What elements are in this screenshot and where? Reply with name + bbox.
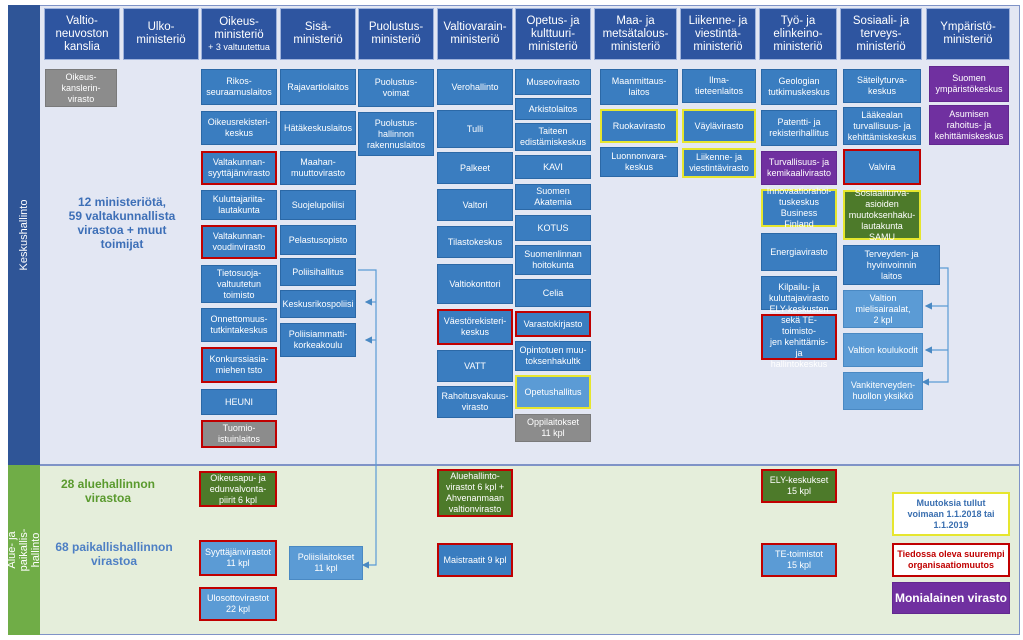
agency-box[interactable]: Kilpailu- ja kuluttajavirasto (761, 276, 837, 310)
agency-box[interactable]: Tuomio- istuinlaitos (201, 420, 277, 448)
ministry-header[interactable]: Liikenne- ja viestintä- ministeriö (680, 8, 756, 60)
ministry-header[interactable]: Työ- ja elinkeino- ministeriö (759, 8, 837, 60)
agency-box[interactable]: Valtori (437, 189, 513, 221)
agency-box[interactable]: Kuluttajariita- lautakunta (201, 190, 277, 220)
agency-box[interactable]: Rikos- seuraamuslaitos (201, 69, 277, 105)
agency-box[interactable]: Oppilaitokset 11 kpl (515, 414, 591, 442)
agency-box[interactable]: Terveyden- ja hyvinvoinnin laitos (843, 245, 940, 285)
local-count-note: 68 paikallishallinnon virastoa (55, 540, 173, 568)
agency-box[interactable]: Rahoitusvakuus- virasto (437, 386, 513, 418)
agency-box[interactable]: Patentti- ja rekisterihallitus (761, 110, 837, 146)
ministry-header[interactable]: Ulko- ministeriö (123, 8, 199, 60)
agency-box[interactable]: Hätäkeskuslaitos (280, 111, 356, 145)
agency-box[interactable]: Tietosuoja- valtuutetun toimisto (201, 265, 277, 303)
agency-box[interactable]: Onnettomuus- tutkintakeskus (201, 308, 277, 342)
agency-box[interactable]: Tilastokeskus (437, 226, 513, 258)
agency-box[interactable]: Opintotuen muu- toksenhakultk (515, 341, 591, 371)
agency-box[interactable]: Geologian tutkimuskeskus (761, 69, 837, 105)
agency-box[interactable]: Puolustus- hallinnon rakennuslaitos (358, 112, 434, 156)
agency-box[interactable]: Tulli (437, 110, 513, 148)
agency-box[interactable]: Celia (515, 279, 591, 307)
agency-box[interactable]: Arkistolaitos (515, 98, 591, 120)
regional-level-label: Alue- ja paikallis- hallinto (6, 465, 42, 635)
legend-multi-sector: Monialainen virasto (892, 582, 1010, 614)
agency-box[interactable]: Puolustus- voimat (358, 69, 434, 107)
agency-box[interactable]: Valtion mielisairaalat, 2 kpl (843, 290, 923, 328)
ministry-header[interactable]: Ympäristö- ministeriö (926, 8, 1010, 60)
agency-box[interactable]: Väestörekisteri- keskus (437, 309, 513, 345)
agency-box[interactable]: KOTUS (515, 215, 591, 241)
agency-box[interactable]: Museovirasto (515, 69, 591, 95)
ministry-header[interactable]: Sisä- ministeriö (280, 8, 356, 60)
agency-box[interactable]: Turvallisuus- ja kemikaalivirasto (761, 151, 837, 185)
legend-upcoming: Tiedossa oleva suurempi organisaatiomuut… (892, 543, 1010, 577)
agency-box[interactable]: Säteilyturva- keskus (843, 69, 921, 103)
agency-box[interactable]: Konkurssiasia- miehen tsto (201, 347, 277, 383)
agency-box[interactable]: Lääkealan turvallisuus- ja kehittämiskes… (843, 107, 921, 145)
agency-box[interactable]: ELY-keskusten sekä TE-toimisto- jen kehi… (761, 304, 837, 369)
agency-box[interactable]: VATT (437, 350, 513, 382)
agency-box[interactable]: Innovaatiorahoi- tuskeskus Business Finl… (761, 186, 837, 229)
local-agency-box[interactable]: Poliisilaitokset 11 kpl (289, 546, 363, 580)
agency-box[interactable]: Suomen Akatemia (515, 184, 591, 210)
ministry-header-note: + 3 valtuutettua (208, 41, 270, 52)
agency-box[interactable]: Ilma- tieteenlaitos (682, 69, 756, 103)
local-agency-box[interactable]: TE-toimistot 15 kpl (761, 543, 837, 577)
regional-agency-box[interactable]: Aluehallinto- virastot 6 kpl + Ahvenanma… (437, 469, 513, 517)
agency-box[interactable]: Poliisihallitus (280, 258, 356, 286)
agency-box[interactable]: Maahan- muuttovirasto (280, 151, 356, 185)
agency-box[interactable]: Valtiokonttori (437, 264, 513, 304)
agency-box[interactable]: Palkeet (437, 152, 513, 184)
agency-box[interactable]: Valtakunnan- syyttäjänvirasto (201, 151, 277, 185)
agency-box[interactable]: Oikeus- kanslerin- virasto (45, 69, 117, 107)
agency-box[interactable]: Sosiaaliturva- asioiden muutoksenhaku- l… (843, 188, 921, 242)
central-level-label: Keskushallinto (8, 5, 40, 465)
agency-box[interactable]: Suomenlinnan hoitokunta (515, 245, 591, 275)
central-count-note: 12 ministeriötä, 59 valtakunnallista vir… (68, 195, 176, 251)
ministry-header[interactable]: Opetus- ja kulttuuri- ministeriö (515, 8, 591, 60)
agency-box[interactable]: Oikeusrekisteri- keskus (201, 111, 277, 145)
agency-box[interactable]: Väylävirasto (682, 109, 756, 143)
agency-box[interactable]: HEUNI (201, 389, 277, 415)
agency-box[interactable]: Vankiterveyden- huollon yksikkö (843, 372, 923, 410)
agency-box[interactable]: Valtakunnan- voudinvirasto (201, 225, 277, 259)
ministry-header[interactable]: Sosiaali- ja terveys- ministeriö (840, 8, 922, 60)
agency-box[interactable]: Rajavartiolaitos (280, 69, 356, 105)
agency-box[interactable]: Opetushallitus (515, 375, 591, 409)
agency-box[interactable]: Maanmittaus- laitos (600, 69, 678, 105)
ministry-header[interactable]: Maa- ja metsätalous- ministeriö (594, 8, 677, 60)
agency-box[interactable]: Asumisen rahoitus- ja kehittämiskeskus (929, 105, 1009, 145)
local-agency-box[interactable]: Ulosottovirastot 22 kpl (199, 587, 277, 621)
agency-box[interactable]: Suomen ympäristökeskus (929, 66, 1009, 102)
regional-local-administration-band (8, 465, 1020, 635)
regional-count-note: 28 aluehallinnon virastoa (60, 477, 156, 505)
local-agency-box[interactable]: Maistraatit 9 kpl (437, 543, 513, 577)
agency-box[interactable]: Luonnonvara- keskus (600, 147, 678, 177)
agency-box[interactable]: Energiavirasto (761, 233, 837, 271)
legend-changed: Muutoksia tullut voimaan 1.1.2018 tai 1.… (892, 492, 1010, 536)
agency-box[interactable]: Liikenne- ja viestintävirasto (682, 148, 756, 178)
agency-box[interactable]: Ruokavirasto (600, 109, 678, 143)
ministry-header[interactable]: Valtio- neuvoston kanslia (44, 8, 120, 60)
agency-box[interactable]: Valvira (843, 149, 921, 185)
regional-agency-box[interactable]: Oikeusapu- ja edunvalvonta- piirit 6 kpl (199, 471, 277, 507)
agency-box[interactable]: Poliisiammatti- korkeakoulu (280, 323, 356, 357)
agency-box[interactable]: Pelastusopisto (280, 225, 356, 255)
ministry-header[interactable]: Puolustus- ministeriö (358, 8, 434, 60)
local-agency-box[interactable]: Syyttäjänvirastot 11 kpl (199, 540, 277, 576)
ministry-header[interactable]: Oikeus- ministeriö+ 3 valtuutettua (201, 8, 277, 60)
agency-box[interactable]: Varastokirjasto (515, 311, 591, 337)
agency-box[interactable]: Keskusrikospoliisi (280, 290, 356, 318)
agency-box[interactable]: Valtion koulukodit (843, 333, 923, 367)
agency-box[interactable]: KAVI (515, 155, 591, 179)
agency-box[interactable]: Suojelupoliisi (280, 190, 356, 220)
agency-box[interactable]: Verohallinto (437, 69, 513, 105)
ministry-header[interactable]: Valtiovarain- ministeriö (437, 8, 513, 60)
regional-agency-box[interactable]: ELY-keskukset 15 kpl (761, 469, 837, 503)
agency-box[interactable]: Taiteen edistämiskeskus (515, 123, 591, 151)
